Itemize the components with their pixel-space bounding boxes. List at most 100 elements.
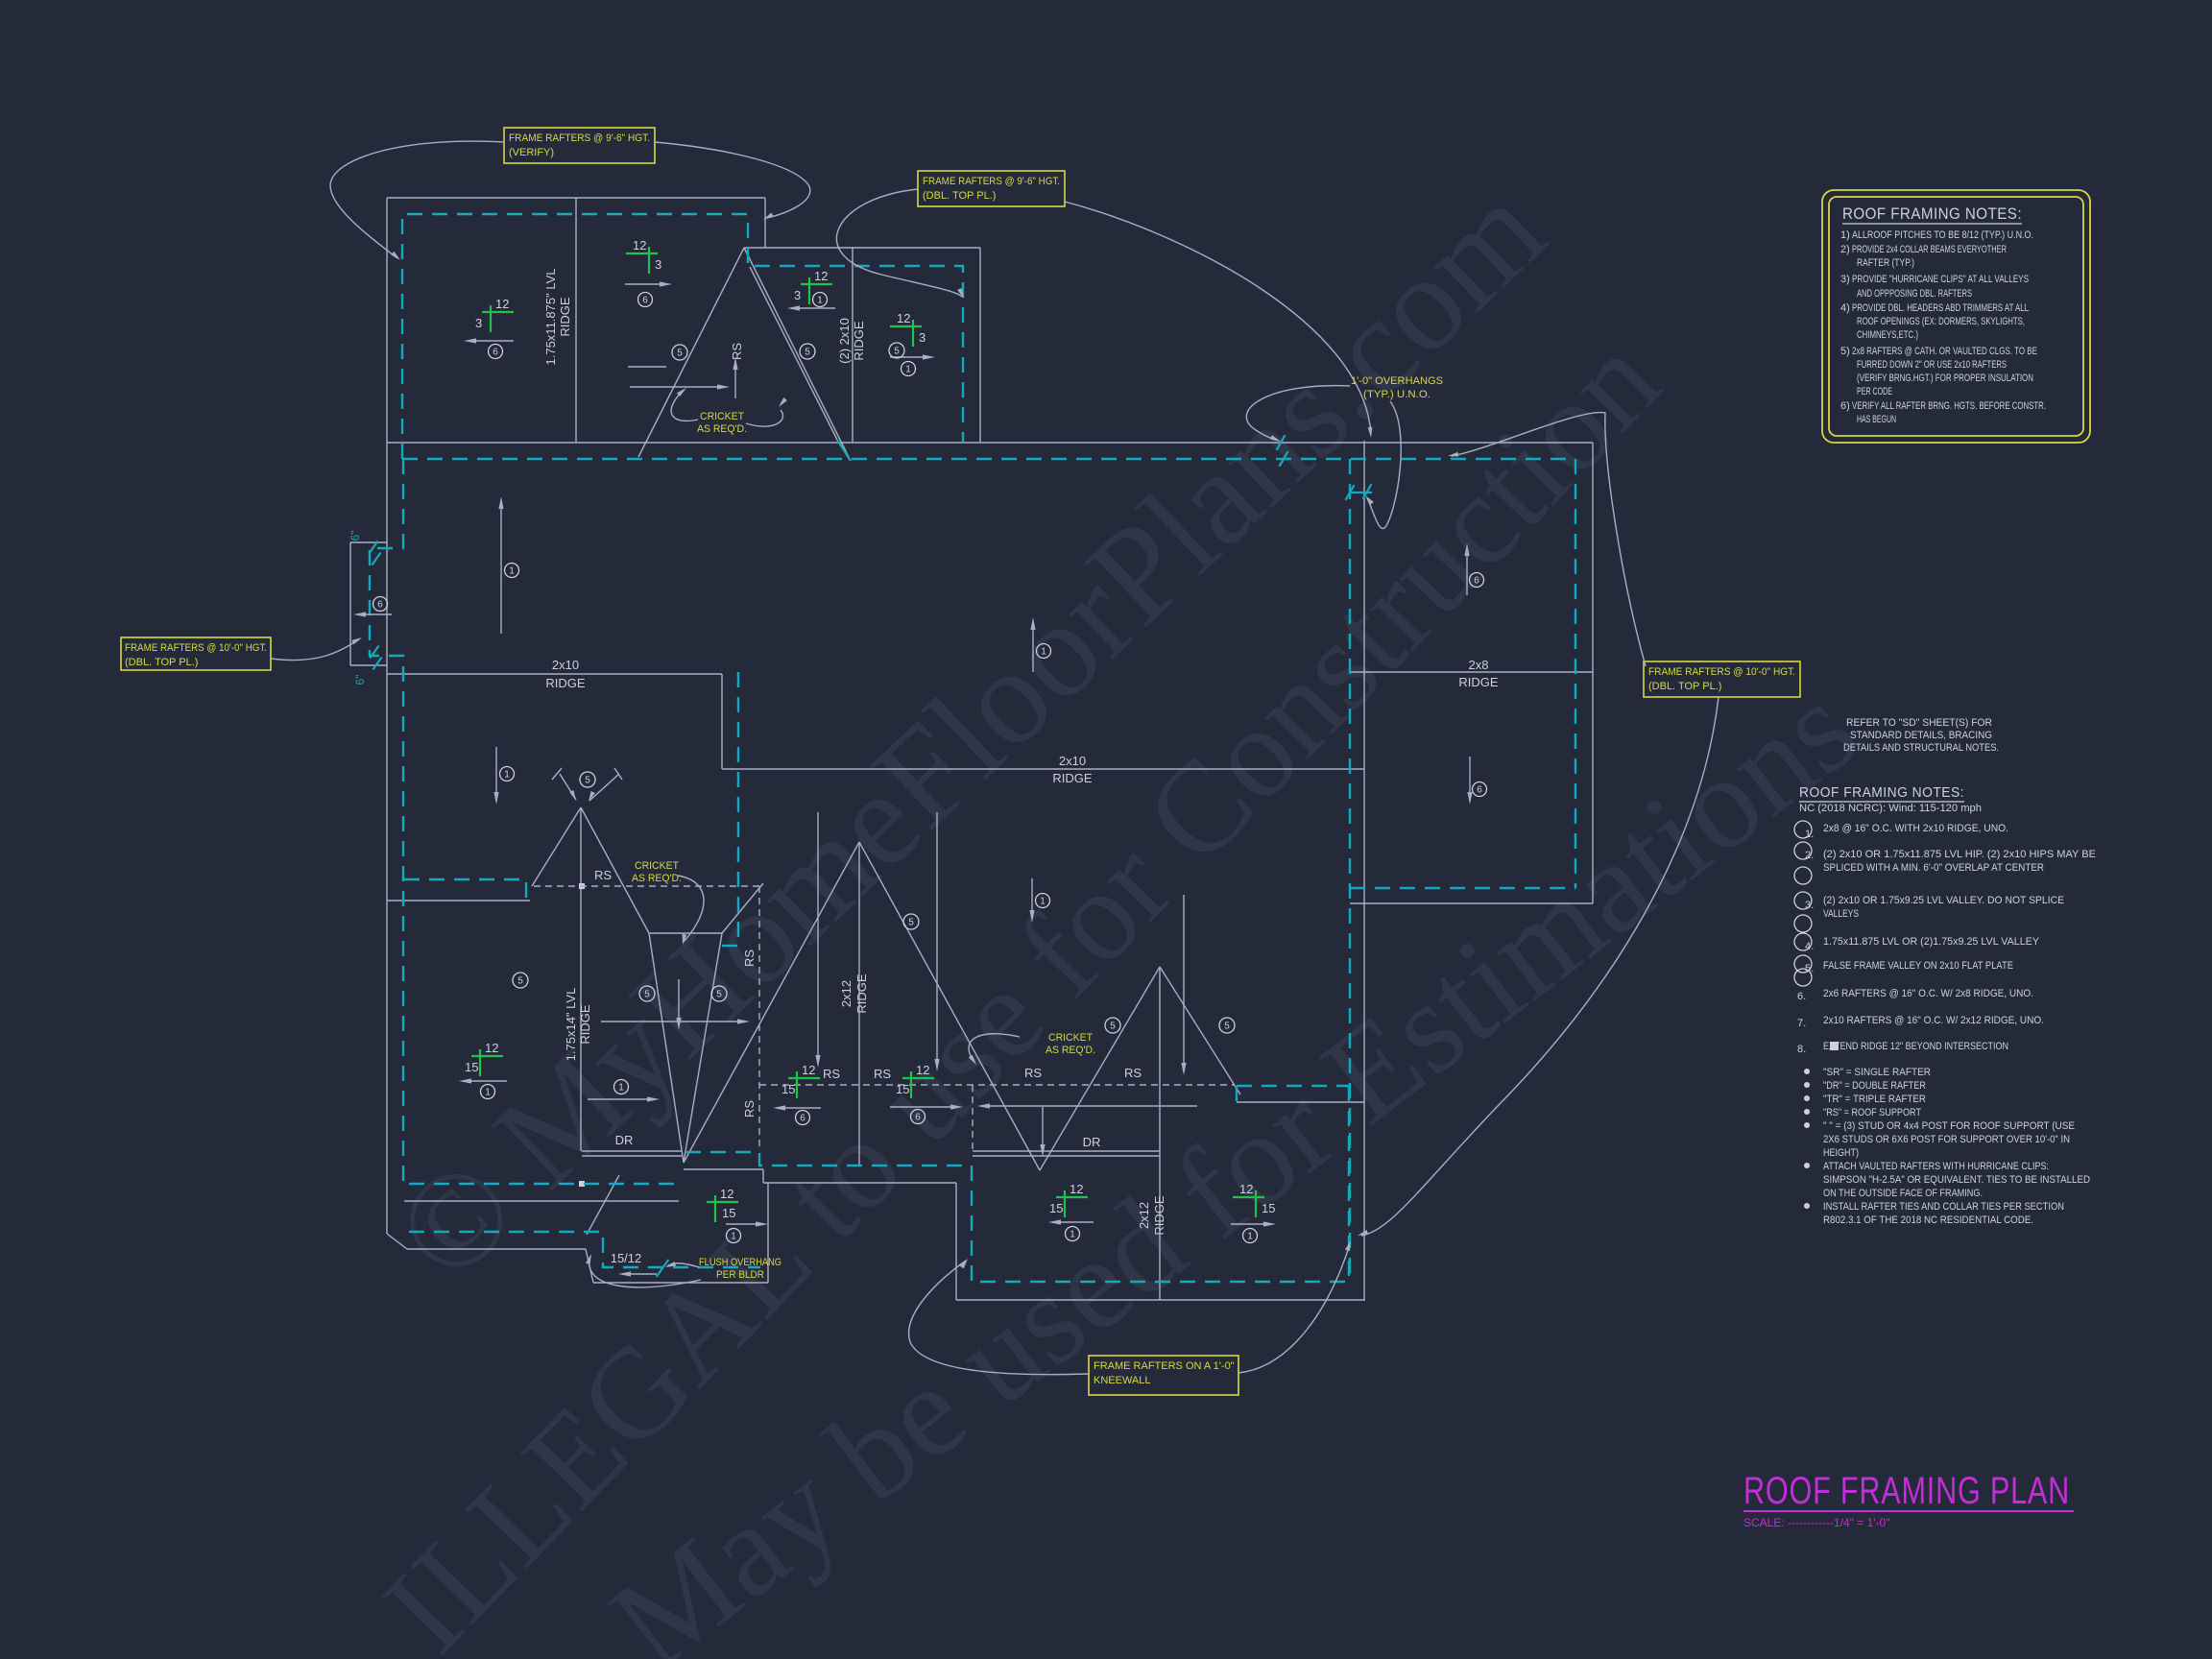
svg-text:RAFTER (TYP.): RAFTER (TYP.) xyxy=(1857,257,1914,269)
svg-text:6: 6 xyxy=(642,295,648,305)
svg-text:(2) 2x10 OR 1.75x9.25 LVL VALL: (2) 2x10 OR 1.75x9.25 LVL VALLEY. DO NOT… xyxy=(1823,895,2064,906)
svg-text:FRAME RAFTERS @ 10'-0" HGT.: FRAME RAFTERS @ 10'-0" HGT. xyxy=(125,642,267,654)
svg-text:ATTACH VAULTED RAFTERS WITH HU: ATTACH VAULTED RAFTERS WITH HURRICANE CL… xyxy=(1823,1161,2049,1172)
svg-text:1.: 1. xyxy=(1805,829,1814,840)
svg-text:1'-0" OVERHANGS: 1'-0" OVERHANGS xyxy=(1351,375,1443,387)
svg-text:ROOF FRAMING NOTES:: ROOF FRAMING NOTES: xyxy=(1799,784,1964,801)
svg-text:2x8 RAFTERS @ CATH. OR VAULTED: 2x8 RAFTERS @ CATH. OR VAULTED CLGS. TO … xyxy=(1852,346,2037,357)
svg-text:(DBL. TOP PL.): (DBL. TOP PL.) xyxy=(923,190,996,202)
svg-text:5: 5 xyxy=(585,775,590,785)
svg-text:5: 5 xyxy=(1224,1021,1230,1031)
svg-text:12: 12 xyxy=(802,1063,815,1077)
svg-text:AS REQ'D.: AS REQ'D. xyxy=(1046,1045,1095,1056)
svg-text:PER BLDR: PER BLDR xyxy=(716,1269,764,1281)
svg-text:1.75x14" LVL: 1.75x14" LVL xyxy=(564,988,578,1062)
svg-text:REFER TO "SD" SHEET(S) FOR: REFER TO "SD" SHEET(S) FOR xyxy=(1846,717,1992,729)
svg-text:12: 12 xyxy=(485,1041,498,1055)
svg-text:PROVIDE 2x4 COLLAR BEAMS EVERY: PROVIDE 2x4 COLLAR BEAMS EVERYOTHER xyxy=(1852,244,2007,255)
svg-text:8.: 8. xyxy=(1797,1044,1806,1055)
svg-text:RS: RS xyxy=(1024,1066,1042,1080)
svg-text:15: 15 xyxy=(1049,1201,1063,1215)
svg-text:15/12: 15/12 xyxy=(611,1251,642,1265)
svg-text:5: 5 xyxy=(716,989,722,999)
svg-text:15: 15 xyxy=(1262,1201,1275,1215)
svg-text:12: 12 xyxy=(1239,1182,1253,1196)
svg-text:FRAME RAFTERS ON A 1'-0": FRAME RAFTERS ON A 1'-0" xyxy=(1094,1360,1235,1372)
svg-text:(2) 2x10 OR 1.75x11.875 LVL HI: (2) 2x10 OR 1.75x11.875 LVL HIP. (2) 2x1… xyxy=(1823,849,2096,860)
svg-text:2x10: 2x10 xyxy=(1059,754,1086,768)
svg-text:SCALE: ------------1/4" = 1'-0: SCALE: ------------1/4" = 1'-0" xyxy=(1743,1516,1889,1529)
svg-text:RIDGE: RIDGE xyxy=(1152,1195,1166,1236)
svg-text:1: 1 xyxy=(504,769,510,780)
svg-text:FRAME RAFTERS @ 9'-6" HGT.: FRAME RAFTERS @ 9'-6" HGT. xyxy=(509,132,650,144)
svg-text:5: 5 xyxy=(644,989,650,999)
svg-text:RIDGE: RIDGE xyxy=(852,321,866,361)
svg-text:PER CODE: PER CODE xyxy=(1857,386,1892,397)
svg-text:FRAME RAFTERS @ 9'-6" HGT.: FRAME RAFTERS @ 9'-6" HGT. xyxy=(923,176,1060,187)
svg-text:DR: DR xyxy=(615,1133,634,1147)
svg-text:ROOF OPENINGS (EX: DORMERS, SK: ROOF OPENINGS (EX: DORMERS, SKYLIGHTS, xyxy=(1857,316,2025,327)
svg-text:2x6 RAFTERS @ 16" O.C. W/ 2x8: 2x6 RAFTERS @ 16" O.C. W/ 2x8 RIDGE, UNO… xyxy=(1823,988,2033,999)
svg-text:(DBL. TOP PL.): (DBL. TOP PL.) xyxy=(1648,681,1721,692)
svg-text:SIMPSON "H-2.5A" OR EQUIVALENT: SIMPSON "H-2.5A" OR EQUIVALENT. TIES TO … xyxy=(1823,1174,2090,1186)
svg-text:3: 3 xyxy=(794,288,801,302)
svg-text:2x8: 2x8 xyxy=(1469,658,1489,672)
svg-text:3: 3 xyxy=(919,330,926,345)
svg-text:2X6 STUDS OR 6X6 POST FOR SUPP: 2X6 STUDS OR 6X6 POST FOR SUPPORT OVER 1… xyxy=(1823,1134,2070,1145)
svg-text:VERIFY ALL RAFTER BRNG. HGTS.: VERIFY ALL RAFTER BRNG. HGTS. BEFORE CON… xyxy=(1852,400,2046,412)
svg-text:7.: 7. xyxy=(1797,1018,1806,1029)
svg-text:HAS BEGUN: HAS BEGUN xyxy=(1857,414,1896,425)
svg-text:5: 5 xyxy=(1110,1021,1116,1031)
svg-text:PROVIDE "HURRICANE CLIPS" AT A: PROVIDE "HURRICANE CLIPS" AT ALL VALLEYS xyxy=(1852,274,2029,285)
svg-text:1: 1 xyxy=(1070,1229,1075,1239)
svg-text:RS: RS xyxy=(730,343,744,360)
svg-text:1: 1 xyxy=(618,1082,624,1093)
svg-text:PROVIDE DBL. HEADERS ABD TRIMM: PROVIDE DBL. HEADERS ABD TRIMMERS AT ALL xyxy=(1852,302,2029,314)
svg-text:4): 4) xyxy=(1840,302,1850,314)
svg-text:EXTEND RIDGE 12" BEYOND INTERS: EXTEND RIDGE 12" BEYOND INTERSECTION xyxy=(1823,1041,2008,1052)
svg-text:FALSE FRAME VALLEY ON 2x10 FLA: FALSE FRAME VALLEY ON 2x10 FLAT PLATE xyxy=(1823,960,2013,972)
svg-text:(VERIFY BRNG.HGT.) FOR PROPER: (VERIFY BRNG.HGT.) FOR PROPER INSULATION xyxy=(1857,373,2033,384)
svg-text:RIDGE: RIDGE xyxy=(578,1004,592,1045)
svg-text:5: 5 xyxy=(677,348,683,358)
svg-text:1: 1 xyxy=(1041,646,1046,657)
svg-text:6: 6 xyxy=(800,1113,805,1123)
svg-text:4.: 4. xyxy=(1805,941,1814,952)
svg-text:ON THE OUTSIDE FACE OF FRAMING: ON THE OUTSIDE FACE OF FRAMING. xyxy=(1823,1188,1983,1199)
svg-text:FRAME RAFTERS @ 10'-0" HGT.: FRAME RAFTERS @ 10'-0" HGT. xyxy=(1648,666,1795,678)
svg-text:RIDGE: RIDGE xyxy=(545,676,586,690)
svg-text:2.: 2. xyxy=(1805,850,1814,861)
svg-text:5): 5) xyxy=(1840,346,1850,357)
svg-text:AS REQ'D.: AS REQ'D. xyxy=(697,423,747,435)
svg-text:3: 3 xyxy=(655,257,661,272)
svg-text:ALLROOF PITCHES TO BE 8/12 (T: ALLROOF PITCHES TO BE 8/12 (TYP.) U.N.O. xyxy=(1852,229,2033,241)
svg-text:ROOF FRAMING PLAN: ROOF FRAMING PLAN xyxy=(1743,1470,2070,1512)
svg-text:6: 6 xyxy=(1474,575,1479,586)
svg-text:RS: RS xyxy=(1124,1066,1142,1080)
svg-text:6": 6" xyxy=(353,675,367,685)
svg-text:5: 5 xyxy=(517,975,523,986)
svg-text:2x8 @ 16" O.C. WITH 2x10 RIDGE: 2x8 @ 16" O.C. WITH 2x10 RIDGE, UNO. xyxy=(1823,823,2008,834)
svg-text:ROOF FRAMING NOTES:: ROOF FRAMING NOTES: xyxy=(1842,204,2022,223)
svg-text:RS: RS xyxy=(823,1067,840,1081)
svg-text:1: 1 xyxy=(731,1231,736,1241)
svg-text:6.: 6. xyxy=(1797,991,1806,1002)
svg-text:12: 12 xyxy=(633,238,646,252)
svg-text:CRICKET: CRICKET xyxy=(700,411,744,422)
svg-text:1.75x11.875" LVL: 1.75x11.875" LVL xyxy=(543,269,558,366)
svg-text:RS: RS xyxy=(874,1067,891,1081)
svg-text:5: 5 xyxy=(908,917,914,927)
svg-text:RIDGE: RIDGE xyxy=(1458,675,1499,689)
svg-text:2x10: 2x10 xyxy=(552,658,579,672)
svg-text:CRICKET: CRICKET xyxy=(1048,1032,1093,1044)
svg-text:(DBL. TOP PL.): (DBL. TOP PL.) xyxy=(125,657,198,668)
svg-text:12: 12 xyxy=(916,1063,929,1077)
svg-text:1: 1 xyxy=(905,364,911,374)
svg-text:R802.3.1 OF THE 2018 NC RESIDE: R802.3.1 OF THE 2018 NC RESIDENTIAL CODE… xyxy=(1823,1214,2033,1226)
svg-text:RS: RS xyxy=(742,1100,757,1118)
svg-text:RIDGE: RIDGE xyxy=(854,974,869,1014)
svg-text:2x12: 2x12 xyxy=(839,980,854,1007)
svg-text:6": 6" xyxy=(349,531,362,541)
svg-text:RS: RS xyxy=(594,868,612,882)
svg-text:5: 5 xyxy=(894,346,900,356)
